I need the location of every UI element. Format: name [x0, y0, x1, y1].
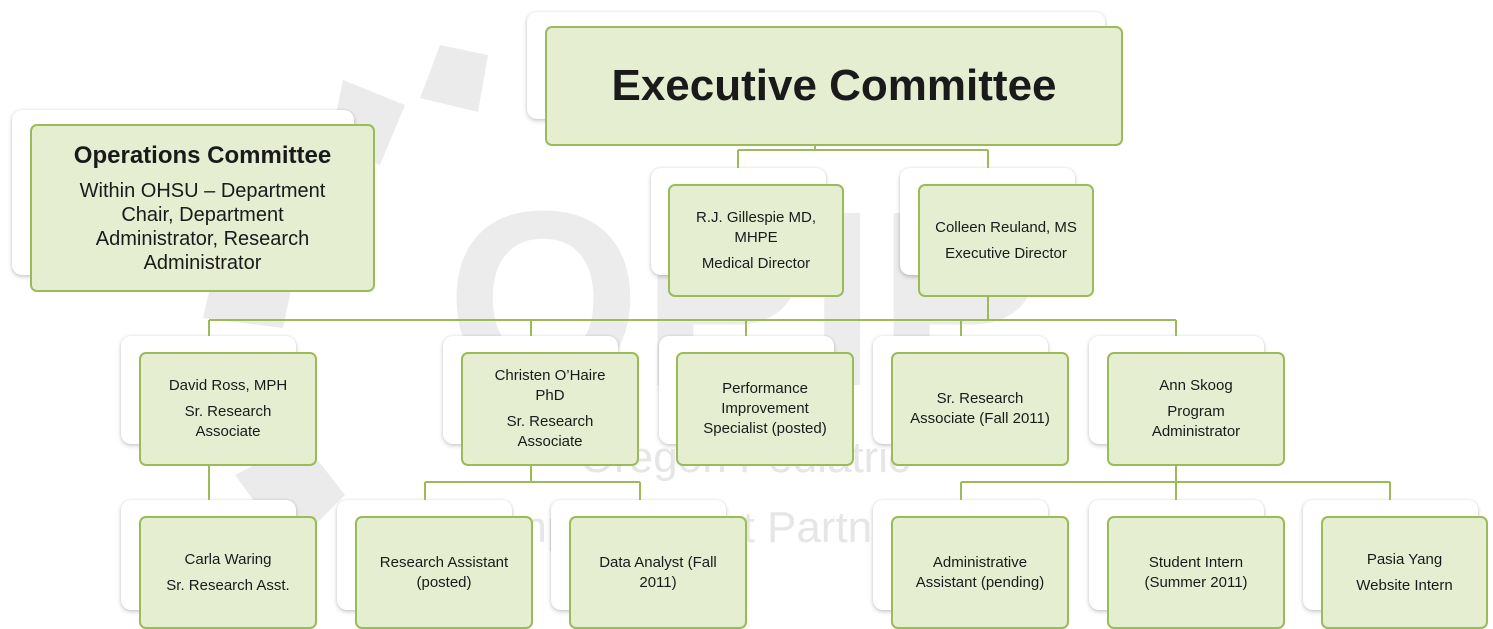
report-name: Student Intern (Summer 2011) — [1144, 553, 1248, 591]
staff-role: Sr. Research Associate — [184, 403, 272, 440]
report-name: Administrative Assistant (pending) — [915, 553, 1045, 591]
report-name: Research Assistant (posted) — [379, 553, 509, 591]
staff-box-christen-ohaire: Christen O’Haire PhD Sr. Research Associ… — [461, 352, 639, 466]
executive-committee-box: Executive Committee — [545, 26, 1123, 146]
report-box-research-assistant: Research Assistant (posted) — [355, 516, 533, 629]
staff-name: Performance Improvement Specialist (post… — [703, 380, 827, 437]
report-box-student-intern: Student Intern (Summer 2011) — [1107, 516, 1285, 629]
staff-box-performance-specialist: Performance Improvement Specialist (post… — [676, 352, 854, 466]
report-box-carla-waring: Carla Waring Sr. Research Asst. — [139, 516, 317, 629]
staff-role: Program Administrator — [1151, 403, 1241, 440]
report-role: Sr. Research Asst. — [166, 576, 290, 594]
report-name: Pasia Yang — [1366, 550, 1443, 568]
watermark-arc-segment — [420, 45, 488, 112]
watermark-arc-segment — [235, 440, 345, 550]
staff-role: Sr. Research Associate — [506, 413, 594, 450]
medical-director-role: Medical Director — [701, 254, 811, 272]
connector-skoog-to-reports — [960, 466, 1391, 500]
staff-box-ann-skoog: Ann Skoog Program Administrator — [1107, 352, 1285, 466]
executive-director-name: Colleen Reuland, MS — [935, 218, 1077, 236]
executive-committee-title: Executive Committee — [611, 61, 1057, 110]
report-name: Data Analyst (Fall 2011) — [599, 553, 717, 591]
medical-director-box: R.J. Gillespie MD, MHPE Medical Director — [668, 184, 844, 297]
staff-name: Ann Skoog — [1159, 377, 1233, 394]
report-role: Website Intern — [1356, 576, 1453, 594]
executive-director-role: Executive Director — [945, 244, 1067, 262]
staff-name: David Ross, MPH — [168, 377, 288, 394]
connector-executive-to-leaders — [737, 146, 989, 168]
connector-director-to-staff — [208, 295, 1177, 336]
report-box-administrative-assistant: Administrative Assistant (pending) — [891, 516, 1069, 629]
staff-name: Christen O’Haire PhD — [494, 367, 606, 404]
operations-committee-title: Operations Committee — [73, 142, 332, 169]
medical-director-name: R.J. Gillespie MD, MHPE — [695, 208, 817, 246]
staff-box-david-ross: David Ross, MPH Sr. Research Associate — [139, 352, 317, 466]
report-name: Carla Waring — [184, 550, 272, 568]
operations-committee-box: Operations Committee Within OHSU – Depar… — [30, 124, 375, 292]
report-box-data-analyst: Data Analyst (Fall 2011) — [569, 516, 747, 629]
report-box-pasia-yang: Pasia Yang Website Intern — [1321, 516, 1488, 629]
staff-box-sr-research-associate: Sr. Research Associate (Fall 2011) — [891, 352, 1069, 466]
operations-committee-description: Within OHSU – Department Chair, Departme… — [79, 180, 326, 274]
connector-ohaire-to-reports — [424, 466, 641, 500]
executive-director-box: Colleen Reuland, MS Executive Director — [918, 184, 1094, 297]
staff-name: Sr. Research Associate (Fall 2011) — [910, 390, 1050, 427]
